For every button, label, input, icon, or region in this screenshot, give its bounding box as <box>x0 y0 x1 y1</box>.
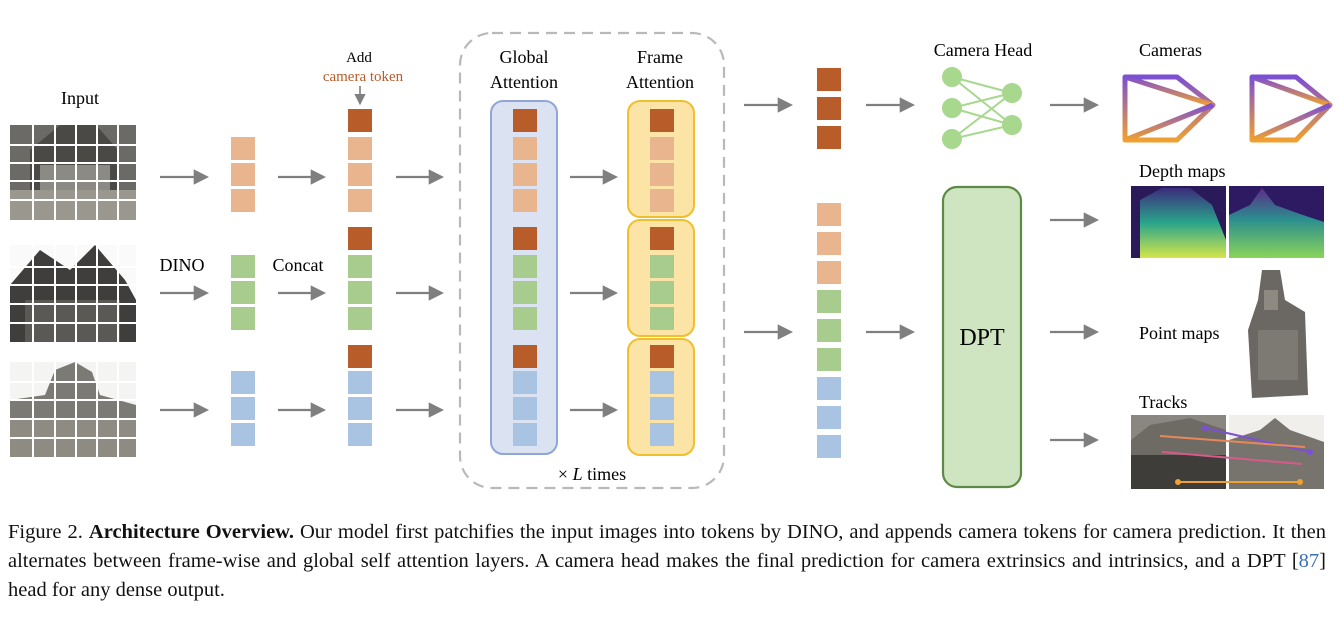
output-patch-tokens <box>817 203 841 458</box>
cameras-label: Cameras <box>1139 40 1202 60</box>
repeat-block <box>458 31 726 490</box>
depth-maps-label: Depth maps <box>1139 161 1225 181</box>
global-attention-label-1: Global <box>500 47 549 67</box>
track-images <box>1131 415 1324 489</box>
dino-label: DINO <box>160 255 205 275</box>
frame-attention-label-1: Frame <box>637 47 683 67</box>
arrows-global-to-frame <box>570 169 619 418</box>
frame-attention-label-2: Attention <box>626 72 694 92</box>
input-label: Input <box>61 88 99 108</box>
arrows-into-attention <box>396 169 445 418</box>
camera-frustum-icon <box>1249 74 1333 143</box>
point-maps-label: Point maps <box>1139 323 1220 343</box>
arrows-out-of-attention <box>744 97 794 340</box>
camera-head-network <box>942 67 1022 149</box>
citation-link[interactable]: 87 <box>1298 550 1320 572</box>
camera-token-label: camera token <box>323 69 404 85</box>
input-image-2 <box>10 245 136 342</box>
figure-title: Architecture Overview. <box>88 521 294 543</box>
figure-label: Figure 2. <box>8 521 83 543</box>
point-map-image <box>1248 270 1308 398</box>
dpt-label: DPT <box>959 325 1005 351</box>
tracks-label: Tracks <box>1139 392 1187 412</box>
concat-tokens <box>348 109 372 446</box>
global-attention-label-2: Attention <box>490 72 558 92</box>
arrows-to-outputs <box>1050 97 1100 448</box>
arrows-dino <box>160 169 210 418</box>
frame-attention-tokens <box>650 109 674 446</box>
dino-tokens <box>231 137 255 446</box>
dpt-block <box>941 185 1023 489</box>
arrows-concat <box>278 169 327 418</box>
architecture-diagram: Input <box>10 31 1333 490</box>
camera-head-label: Camera Head <box>934 40 1032 60</box>
concat-label: Concat <box>273 255 324 275</box>
camera-frustum-icon <box>1122 74 1216 143</box>
input-image-1 <box>10 125 136 220</box>
add-label: Add <box>346 50 372 66</box>
figure-caption: Figure 2. Architecture Overview. Our mod… <box>8 518 1326 605</box>
arrows-to-heads <box>866 97 916 340</box>
output-camera-tokens <box>817 68 841 149</box>
depth-map-images <box>1131 186 1324 258</box>
caption-text-end: ] head for any dense output. <box>8 550 1326 601</box>
repeat-label: × L times <box>558 464 626 484</box>
global-attention-tokens <box>513 109 537 446</box>
track-lines <box>1159 425 1313 485</box>
caption-text: Our model first patchifies the input ima… <box>8 521 1327 572</box>
input-image-3 <box>10 362 136 457</box>
